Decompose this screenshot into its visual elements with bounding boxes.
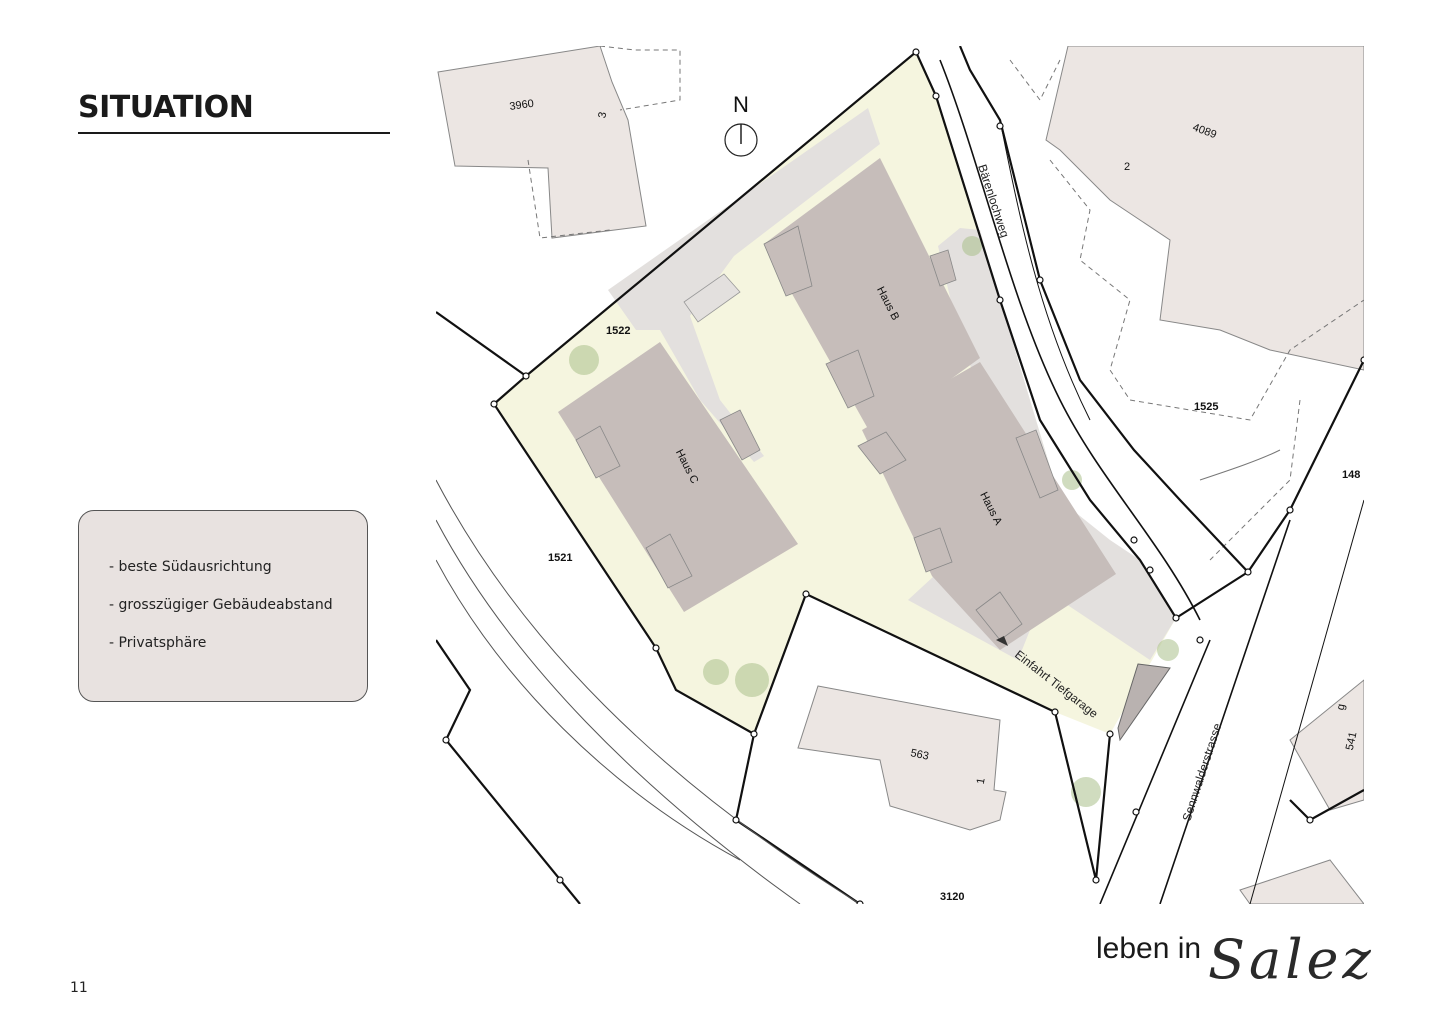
building-existing-563 [797,685,1007,831]
road-curve-south [436,479,861,904]
building-existing-4089 [1045,46,1364,371]
road-curve-south [436,559,741,861]
brand-name: Salez [1208,928,1375,991]
building-annex [683,273,741,323]
haus-a-balcony [1015,429,1059,499]
street-edge-sennwalderstrasse [1159,519,1291,904]
parcel-label: 1521 [548,552,572,564]
haus-b-balcony [825,349,875,409]
parcel-boundary [436,311,1112,881]
building-number: 563 [909,747,929,763]
haus-a-balcony [857,431,907,475]
tree-icon [1062,470,1082,490]
building-number: 541 [1344,731,1360,751]
north-label: N [733,92,749,117]
title-underline [78,132,390,134]
page-title: SITUATION [78,90,254,125]
brand-prefix: leben in [1096,932,1202,965]
parking-strip [1117,663,1171,742]
tree-icon [569,345,599,375]
building-number: 1 [975,777,988,785]
tree-icon [735,663,769,697]
feature-item: - Privatsphäre [109,635,207,651]
tree-icon [962,236,982,256]
haus-a-balcony [975,591,1023,641]
building-existing-3960 [437,46,647,239]
garage-arrow-icon [996,636,1008,646]
road-curve-south [436,519,801,904]
building-number: g [1335,703,1348,711]
access-path [608,108,880,462]
building-existing-corner [1239,859,1364,904]
building-number: 3 [596,111,609,119]
ramp-curve [1199,449,1281,481]
building-outline-dashed [1009,59,1061,101]
parcel-boundary [958,46,1364,574]
street-edge-sennwalderstrasse [1099,639,1211,904]
haus-b-balcony [763,225,813,297]
haus-c-balcony [645,533,693,589]
haus-a-balcony [913,527,953,573]
parcel-boundary [436,639,581,904]
street-edge-baerenlochweg [939,59,1201,621]
haus-b [764,158,980,436]
access-path-east [938,228,1176,660]
brand-logo: leben in Salez [1096,928,1386,1008]
parcel-boundary [734,733,861,904]
building-outline-dashed [1209,399,1301,561]
street-edge-sennwalderstrasse [1249,499,1364,904]
haus-a [862,362,1116,650]
features-list: - beste Südausrichtung - grosszügiger Ge… [79,511,367,672]
boundary-markers [442,48,1364,904]
parcel-label: 1525 [1194,401,1218,413]
street-edge-baerenlochweg [999,119,1091,421]
building-existing-541 [1289,679,1364,811]
haus-c [558,342,798,612]
haus-c-balcony [575,425,621,479]
building-number: 2 [1124,161,1130,173]
parcel-label: 3120 [940,891,964,903]
haus-c-balcony [719,409,761,461]
building-outline-dashed [1049,159,1364,421]
tree-icon [703,659,729,685]
street-label-sennwalderstrasse: Sennwalderstrasse [1180,721,1225,823]
feature-item: - beste Südausrichtung [109,559,272,575]
features-box: - beste Südausrichtung - grosszügiger Ge… [78,510,368,702]
tree-icon [1071,777,1101,807]
street-label-baerenlochweg: Bärenlochweg [975,163,1012,240]
haus-b-balcony [929,249,957,287]
parcel-label: 148 [1342,469,1360,481]
tree-icon [1157,639,1179,661]
building-number: 3960 [509,98,535,113]
page-number: 11 [70,980,88,996]
feature-item: - grosszügiger Gebäudeabstand [109,597,333,613]
parcel-label: 1522 [606,325,630,337]
parcel-boundary [525,50,1249,620]
